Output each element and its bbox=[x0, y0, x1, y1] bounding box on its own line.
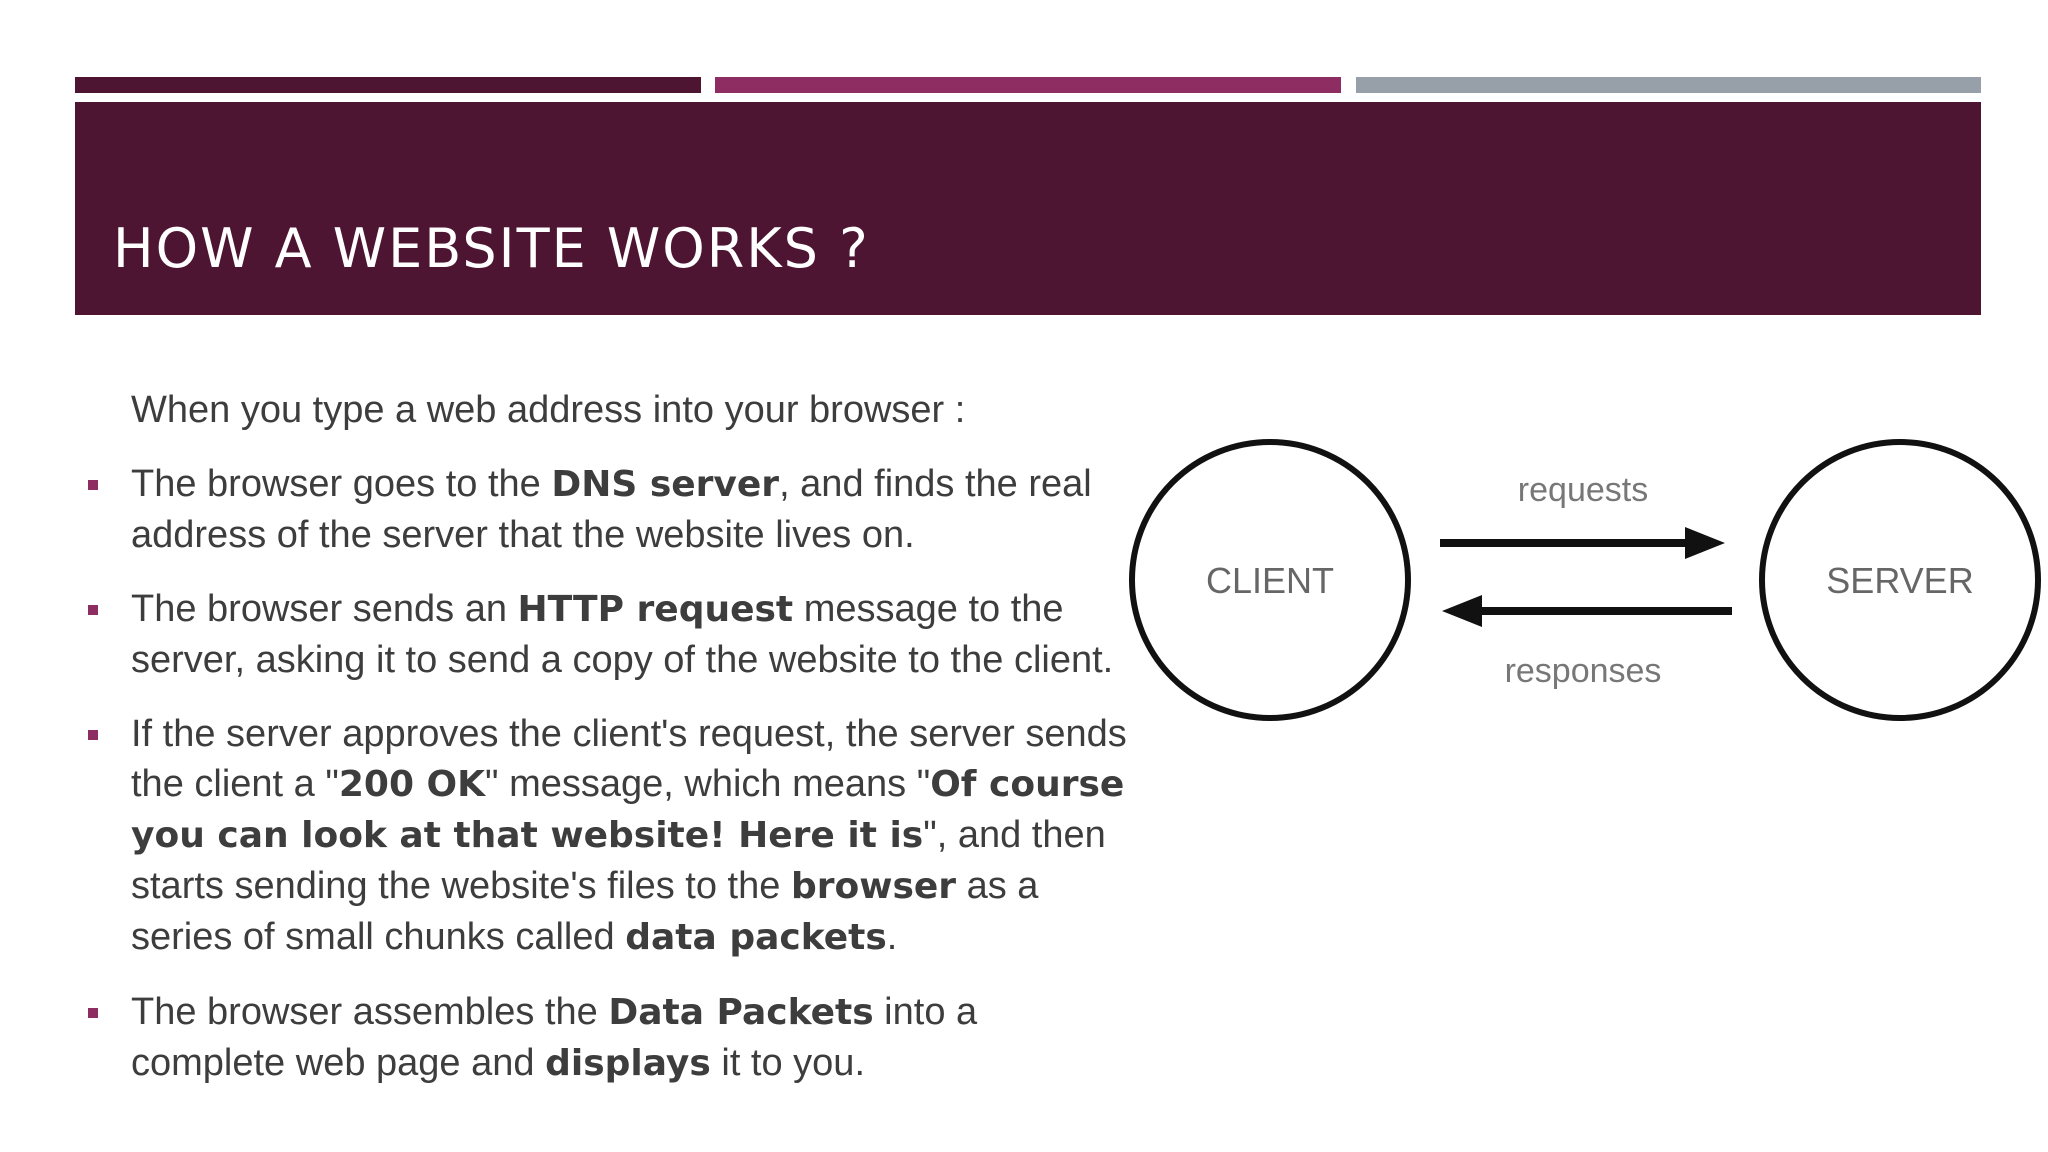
bullet-list: The browser goes to the DNS server, and … bbox=[80, 459, 1140, 1089]
bullet-bold-text: Data Packets bbox=[608, 992, 874, 1033]
bullet-bold-text: HTTP request bbox=[517, 589, 794, 630]
bullet-bold-text: data packets bbox=[625, 917, 887, 958]
client-server-diagram: CLIENT SERVER requests responses bbox=[1120, 425, 2048, 735]
request-arrow-icon bbox=[1685, 527, 1725, 559]
bullet-text: ", and then starts sending the website's… bbox=[131, 814, 1106, 907]
slide-title: HOW A WEBSITE WORKS ? bbox=[113, 217, 870, 280]
diagram-svg: CLIENT SERVER requests responses bbox=[1129, 439, 2041, 721]
bullet-text: " message, which means " bbox=[485, 763, 931, 805]
bullet-bold-text: 200 OK bbox=[338, 764, 486, 805]
stripe-gray bbox=[1356, 77, 1981, 93]
bullet-bold-text: Of course you can look at that website! … bbox=[131, 764, 1125, 856]
server-label: SERVER bbox=[1826, 560, 1973, 601]
square-bullet-icon bbox=[88, 480, 98, 490]
bullet-text: The browser goes to the bbox=[131, 463, 552, 505]
bullet-item: If the server approves the client's requ… bbox=[80, 709, 1140, 963]
responses-label: responses bbox=[1505, 652, 1662, 690]
bullet-text: as a series of small chunks called bbox=[131, 865, 1039, 958]
slide-content: When you type a web address into your br… bbox=[80, 385, 1140, 1113]
title-banner: HOW A WEBSITE WORKS ? bbox=[75, 102, 1981, 315]
bullet-text: . bbox=[886, 916, 898, 958]
square-bullet-icon bbox=[88, 1008, 98, 1018]
bullet-text: The browser assembles the bbox=[131, 991, 609, 1033]
bullet-item: The browser goes to the DNS server, and … bbox=[80, 459, 1140, 560]
bullet-text: , and finds the real address of the serv… bbox=[131, 463, 1092, 556]
bullet-text: message to the server, asking it to send… bbox=[131, 588, 1114, 681]
bullet-text: into a complete web page and bbox=[131, 991, 978, 1084]
header-stripes bbox=[75, 77, 1981, 93]
response-arrow-icon bbox=[1442, 595, 1482, 627]
bullet-item: The browser assembles the Data Packets i… bbox=[80, 987, 1140, 1089]
bullet-item: The browser sends an HTTP request messag… bbox=[80, 584, 1140, 685]
intro-text: When you type a web address into your br… bbox=[131, 389, 966, 431]
bullet-bold-text: browser bbox=[790, 866, 957, 907]
square-bullet-icon bbox=[88, 730, 98, 740]
stripe-dark bbox=[75, 77, 701, 93]
bullet-bold-text: DNS server bbox=[551, 464, 780, 505]
client-label: CLIENT bbox=[1206, 560, 1334, 601]
stripe-magenta bbox=[715, 77, 1341, 93]
server-circle bbox=[1759, 439, 2041, 721]
client-circle bbox=[1129, 439, 1411, 721]
square-bullet-icon bbox=[88, 605, 98, 615]
bullet-bold-text: displays bbox=[545, 1043, 711, 1084]
bullet-text: The browser sends an bbox=[131, 588, 518, 630]
bullet-text: If the server approves the client's requ… bbox=[131, 713, 1127, 805]
bullet-text: it to you. bbox=[710, 1042, 866, 1084]
requests-label: requests bbox=[1518, 471, 1648, 509]
